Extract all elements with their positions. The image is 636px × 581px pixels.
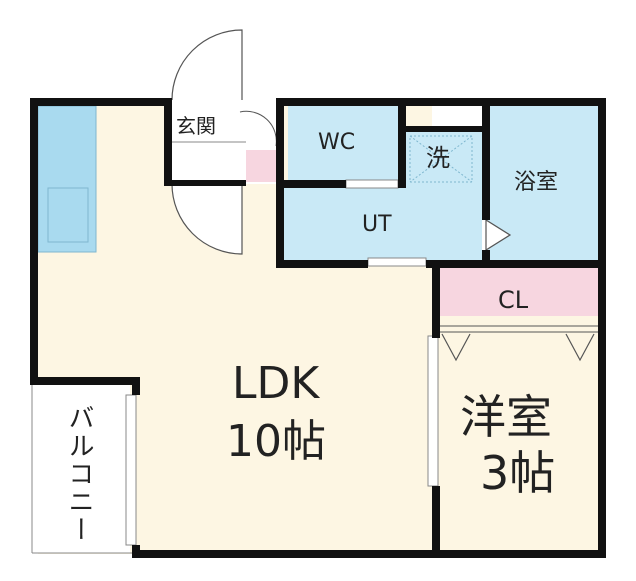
- closet-door-left: [441, 333, 471, 362]
- shoe-box: [246, 150, 278, 182]
- washer-pan: [409, 135, 473, 183]
- closet-floor: [436, 268, 600, 316]
- walls: [30, 98, 606, 558]
- room-label-ldk-size: 10帖: [226, 416, 326, 467]
- balcony-floor: [32, 385, 130, 553]
- genkan-door-swing: [171, 183, 243, 255]
- bath-door: [485, 218, 512, 252]
- room-label-wc: WC: [318, 130, 356, 155]
- room-label-yokushitsu: 浴室: [514, 170, 559, 195]
- wc-door: [345, 179, 399, 189]
- room-label-ut: UT: [362, 212, 392, 237]
- ut-floor: [282, 184, 482, 262]
- room-label-sentaku: 洗: [426, 144, 450, 172]
- kitchen-sink: [47, 187, 89, 243]
- youshitsu-sliding-door: [427, 335, 439, 487]
- youshitsu-floor: [436, 316, 600, 554]
- wc-floor: [288, 106, 398, 184]
- entrance-door-swing: [171, 29, 243, 101]
- room-label-youshitsu-name: 洋室: [460, 390, 552, 444]
- room-label-balcony: バルコニー: [64, 404, 94, 544]
- closet-door-right: [565, 333, 595, 362]
- balcony-window: [125, 394, 137, 546]
- room-label-ldk-name: LDK: [232, 358, 320, 409]
- ut-door: [367, 257, 427, 267]
- room-label-genkan: 玄関: [176, 114, 216, 138]
- room-label-youshitsu-size: 3帖: [480, 446, 556, 500]
- room-label-cl: CL: [498, 286, 529, 314]
